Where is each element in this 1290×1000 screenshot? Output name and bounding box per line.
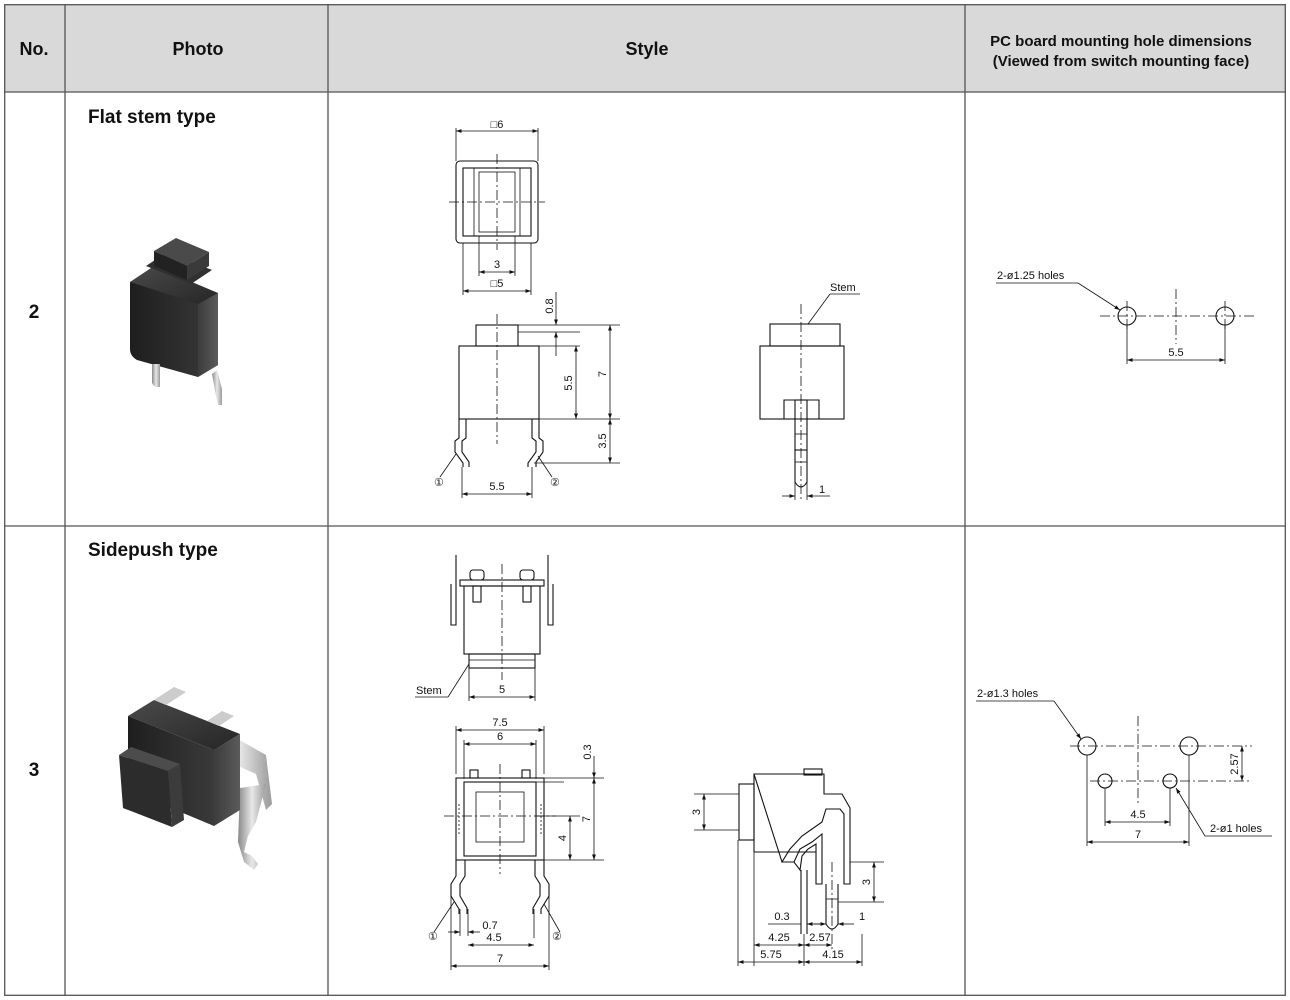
dim-body-width: □5 bbox=[491, 278, 504, 290]
dim-pcb-vertical-offset: 2.57 bbox=[1229, 753, 1241, 774]
dim-side-stem-height: 3 bbox=[691, 809, 703, 815]
header-background bbox=[4, 4, 1286, 92]
row-number: 3 bbox=[29, 760, 40, 781]
dim-pitch-c: 5.75 bbox=[760, 949, 781, 961]
dim-lead-pitch: 4.5 bbox=[486, 932, 501, 944]
row-title: Sidepush type bbox=[88, 540, 218, 561]
table-row: 2 Flat stem type □6 bbox=[29, 107, 1256, 500]
dim-total-height: 7 bbox=[597, 371, 609, 377]
dim-terminal-width: 1 bbox=[819, 484, 825, 496]
header-no: No. bbox=[20, 39, 49, 59]
flat-stem-side-view: Stem 1 bbox=[759, 282, 860, 500]
header-style: Style bbox=[625, 39, 668, 59]
pcb-holes-flat-stem: 5.5 2-ø1.25 holes bbox=[996, 270, 1256, 364]
dim-pcb-pitch: 5.5 bbox=[1168, 347, 1183, 359]
dim-side-offset: 4 bbox=[557, 835, 569, 841]
stem-label: Stem bbox=[416, 685, 442, 697]
terminal-2-label: ② bbox=[552, 931, 562, 943]
holes-label-b: 2-ø1 holes bbox=[1210, 823, 1262, 835]
dim-stem-width: 5 bbox=[499, 684, 505, 696]
terminal-1-label: ① bbox=[434, 477, 444, 489]
dim-inner-width: 3 bbox=[494, 259, 500, 271]
spec-table: No. Photo Style PC board mounting hole d… bbox=[4, 4, 1286, 996]
dim-top-offset: 0.3 bbox=[582, 744, 594, 759]
dim-terminal-pitch: 5.5 bbox=[489, 481, 504, 493]
holes-label: 2-ø1.25 holes bbox=[997, 270, 1065, 282]
dim-terminal-length: 3.5 bbox=[597, 433, 609, 448]
sidepush-side-view: 3 3 0.3 1 4.25 2.57 5.75 4.15 bbox=[691, 768, 884, 966]
header-pcb-line1: PC board mounting hole dimensions bbox=[990, 33, 1252, 50]
dim-stem-height: 0.8 bbox=[544, 298, 556, 313]
holes-label-a: 2-ø1.3 holes bbox=[977, 688, 1039, 700]
dim-overall-pitch: 7 bbox=[497, 953, 503, 965]
dim-body-width: 6 bbox=[497, 731, 503, 743]
dim-pcb-inner-pitch: 4.5 bbox=[1130, 809, 1145, 821]
dim-bracket-width: 7.5 bbox=[492, 717, 507, 729]
dim-lead-tab: 1 bbox=[859, 911, 865, 923]
sidepush-front-view: 7.5 6 0.3 7 4 bbox=[428, 717, 604, 970]
dim-lead-height: 3 bbox=[861, 879, 873, 885]
table-grid bbox=[4, 4, 1286, 996]
sidepush-top-view: 5 Stem bbox=[415, 555, 554, 701]
sidepush-switch-photo bbox=[119, 687, 272, 870]
row-title: Flat stem type bbox=[88, 107, 216, 128]
header-photo: Photo bbox=[173, 39, 224, 59]
dim-body-height: 5.5 bbox=[563, 375, 575, 390]
dim-pitch-d: 4.15 bbox=[822, 949, 843, 961]
dim-pitch-a: 4.25 bbox=[768, 932, 789, 944]
flat-stem-front-elevation: 0.8 5.5 7 3.5 5.5 ① ② bbox=[434, 292, 620, 498]
dim-top-width: □6 bbox=[491, 119, 504, 131]
pcb-holes-sidepush: 2.57 4.5 7 2-ø1.3 holes 2-ø1 holes bbox=[976, 688, 1272, 846]
header-pcb-line2: (Viewed from switch mounting face) bbox=[993, 53, 1249, 70]
dim-pcb-outer-pitch: 7 bbox=[1135, 829, 1141, 841]
table-row: 3 Sidepush type bbox=[29, 540, 1272, 970]
stem-label: Stem bbox=[830, 282, 856, 294]
dim-pitch-b: 2.57 bbox=[809, 932, 830, 944]
dim-lead-thickness: 0.3 bbox=[774, 911, 789, 923]
flat-stem-top-view: □6 3 □5 bbox=[449, 119, 545, 295]
terminal-2-label: ② bbox=[550, 477, 560, 489]
dim-lead-width: 0.7 bbox=[482, 920, 497, 932]
terminal-1-label: ① bbox=[428, 931, 438, 943]
dim-side-height: 7 bbox=[581, 816, 593, 822]
row-number: 2 bbox=[29, 302, 40, 323]
flat-stem-switch-photo bbox=[130, 238, 222, 405]
